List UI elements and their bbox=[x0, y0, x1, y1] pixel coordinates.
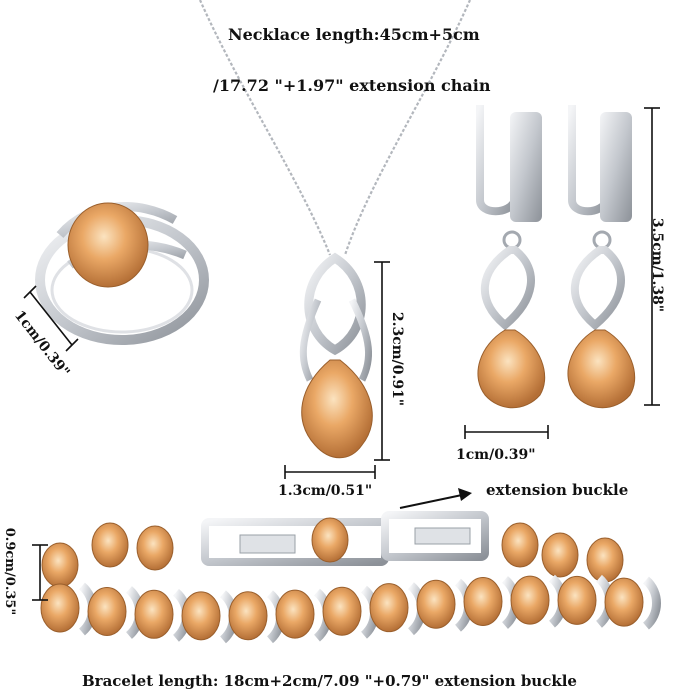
measurement-lines bbox=[23, 107, 660, 601]
bracelet-gem bbox=[275, 589, 315, 639]
bracelet-gem bbox=[557, 575, 597, 625]
bracelet-gem bbox=[463, 576, 503, 626]
necklace-length-label-line2: /17.72 "+1.97" extension chain bbox=[213, 76, 491, 95]
bracelet-gem bbox=[501, 522, 539, 568]
pendant-width-label: 1.3cm/0.51" bbox=[278, 483, 373, 499]
necklace-length-label-line1: Necklace length:45cm+5cm bbox=[228, 25, 480, 44]
bracelet-gem bbox=[228, 591, 268, 641]
bracelet-width-label: 0.9cm/0.35" bbox=[2, 527, 18, 616]
bracelet-gem bbox=[586, 537, 624, 583]
bracelet-gem bbox=[541, 532, 579, 578]
bracelet-gem bbox=[136, 525, 174, 571]
bracelet-extension-plate bbox=[414, 527, 471, 545]
bracelet bbox=[40, 511, 661, 644]
extension-buckle-label: extension buckle bbox=[486, 481, 629, 499]
bracelet-gem bbox=[369, 583, 409, 633]
bracelet-clasp-plate bbox=[239, 534, 296, 554]
extension-buckle-arrow bbox=[399, 488, 472, 509]
bracelet-gem bbox=[134, 589, 174, 639]
bracelet-length-label: Bracelet length: 18cm+2cm/7.09 "+0.79" e… bbox=[82, 672, 577, 690]
bracelet-gem bbox=[416, 579, 456, 629]
ring bbox=[35, 202, 209, 345]
bracelet-gem bbox=[181, 591, 221, 641]
bracelet-gem bbox=[41, 542, 79, 588]
pendant-height-label: 2.3cm/0.91" bbox=[389, 311, 406, 407]
earring-height-label: 3.5cm/1.38" bbox=[649, 217, 666, 313]
bracelet-gem bbox=[604, 577, 644, 627]
bracelet-gem bbox=[91, 522, 129, 568]
necklace-chain bbox=[198, 0, 472, 256]
bracelet-gem bbox=[322, 586, 362, 636]
bracelet-gem bbox=[40, 583, 80, 633]
bracelet-spacer bbox=[642, 576, 661, 630]
bracelet-gem bbox=[87, 587, 127, 637]
earring-right bbox=[567, 105, 636, 409]
bracelet-gem bbox=[311, 517, 349, 563]
bracelet-extension-link bbox=[381, 511, 489, 561]
bracelet-gem bbox=[510, 575, 550, 625]
earring-left bbox=[476, 105, 546, 409]
earring-width-label: 1cm/0.39" bbox=[456, 447, 536, 463]
pendant bbox=[299, 252, 373, 459]
